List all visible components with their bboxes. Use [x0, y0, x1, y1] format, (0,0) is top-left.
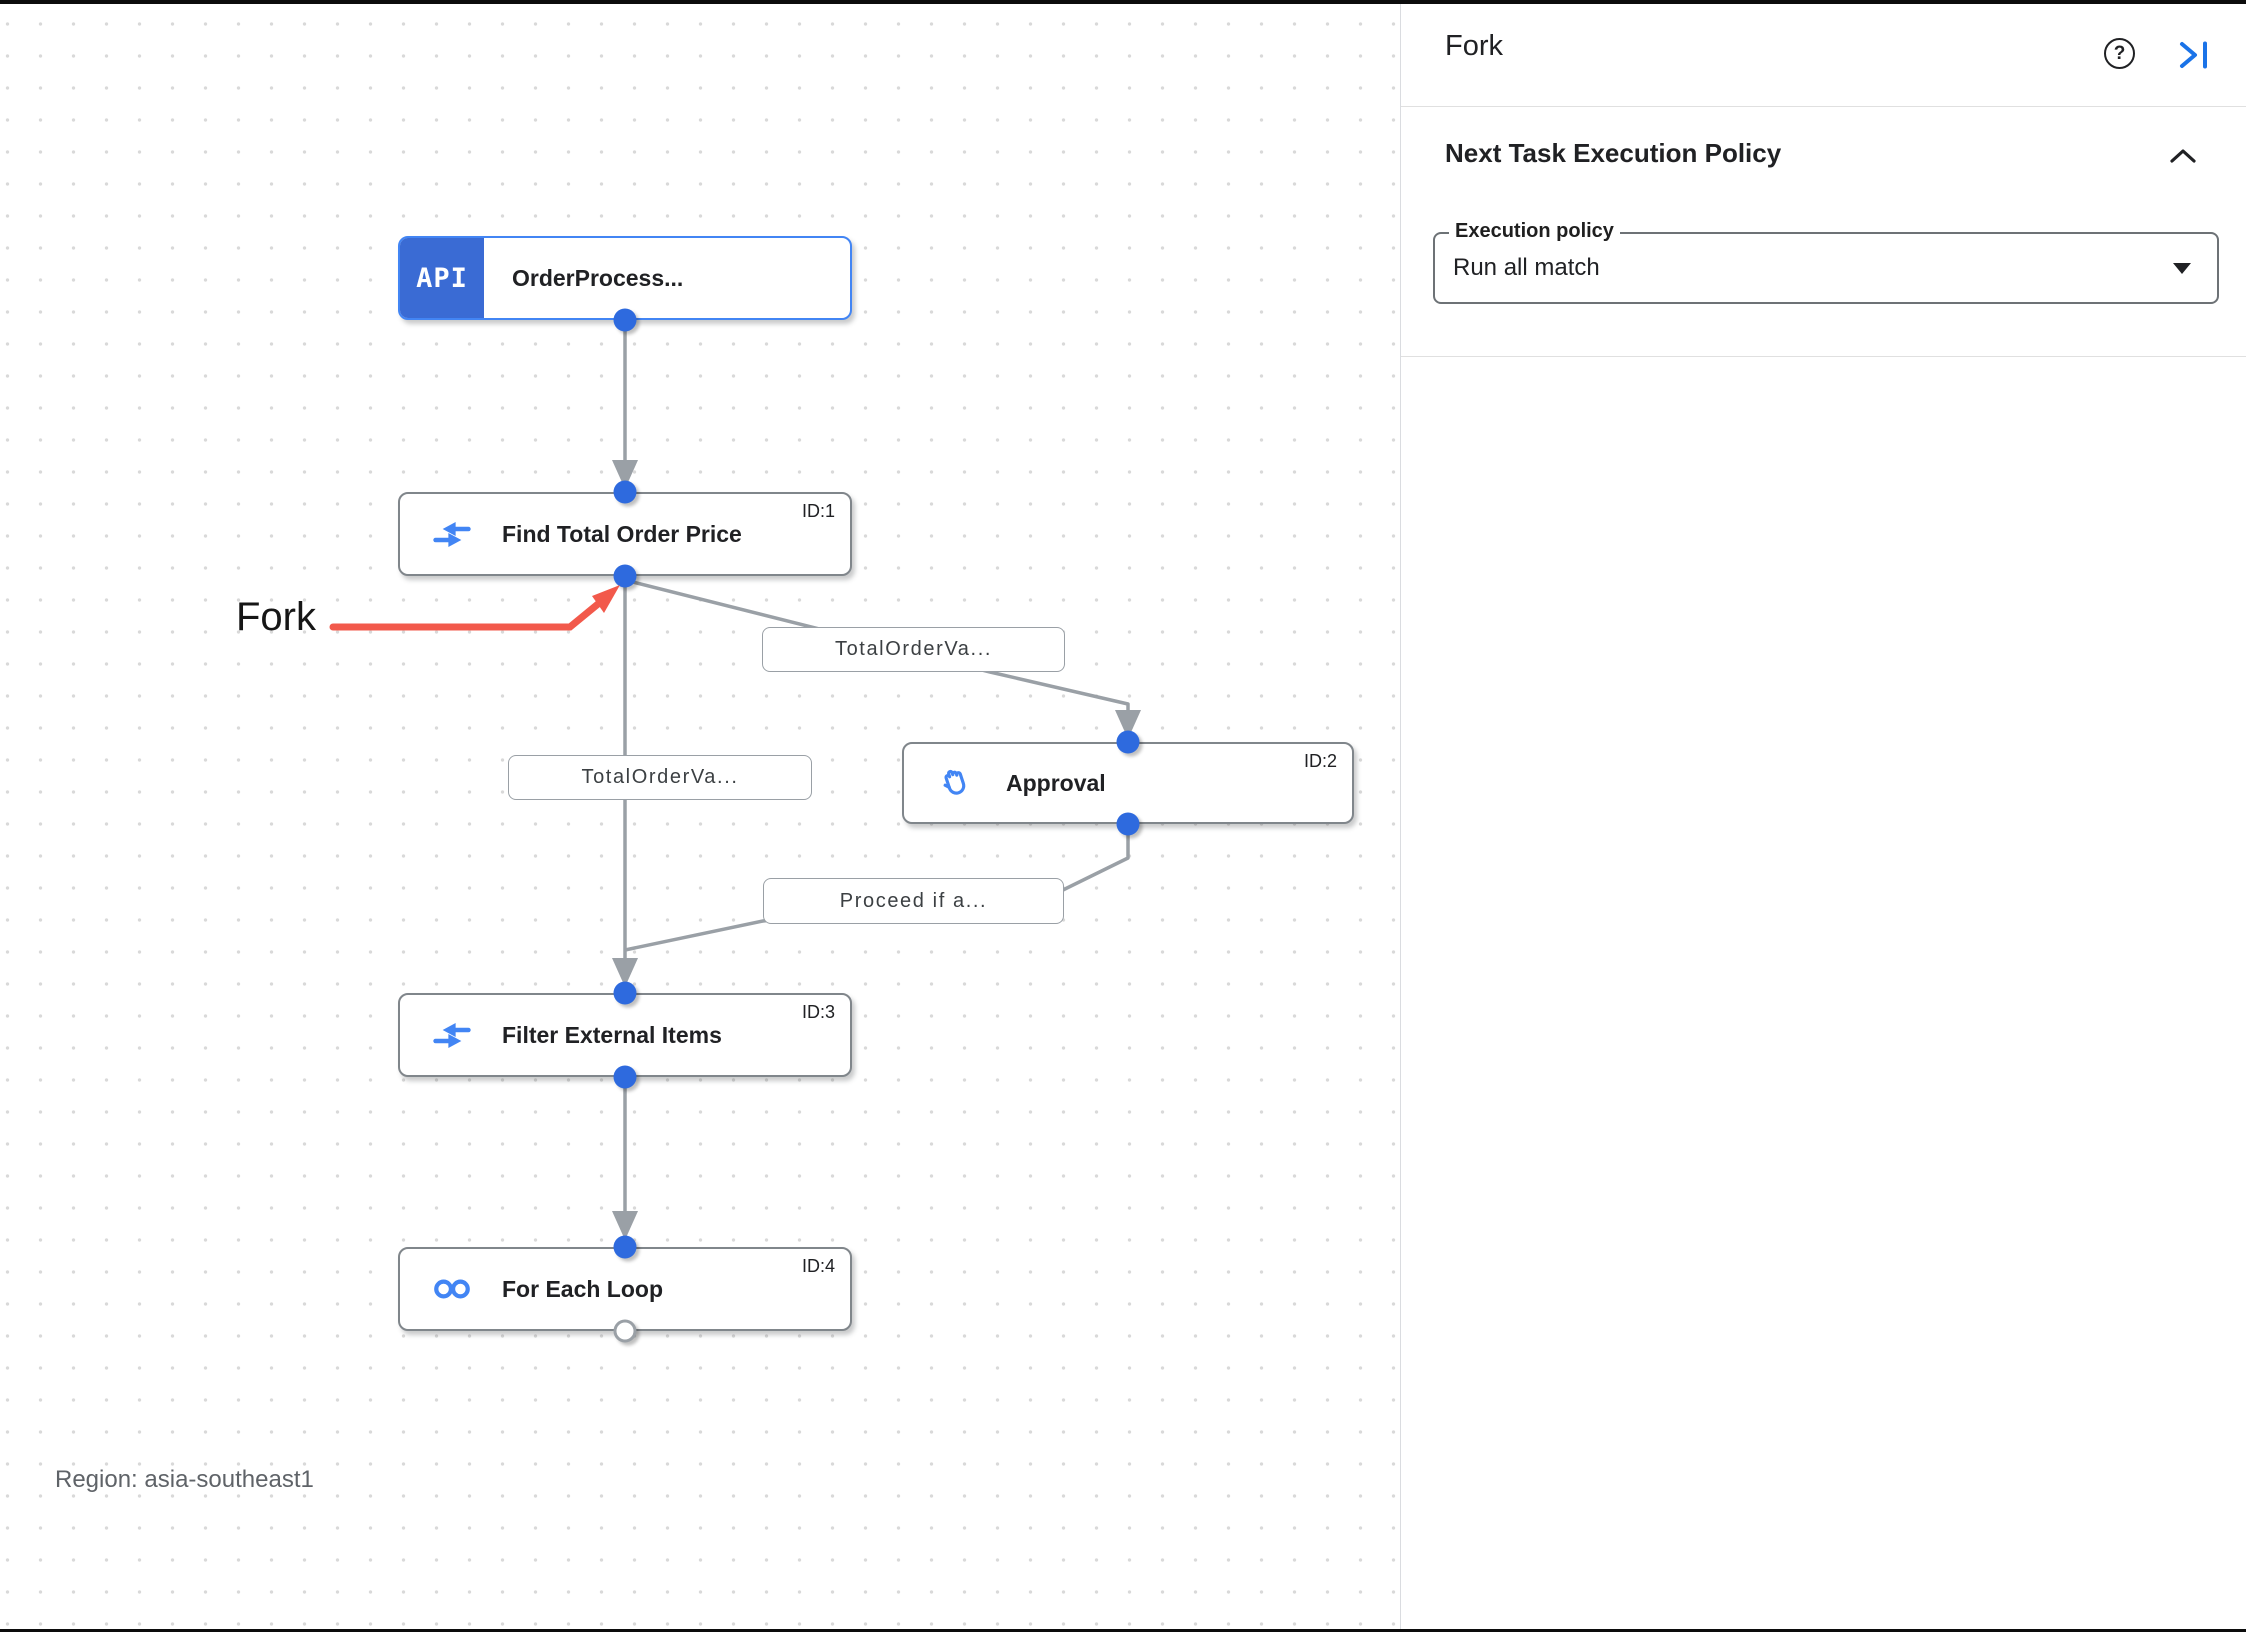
node-id-badge: ID:2: [1303, 751, 1337, 771]
help-circle-icon[interactable]: ?: [2104, 38, 2135, 69]
node-title: Filter External Items: [502, 1021, 722, 1048]
region-label: Region: asia-southeast1: [55, 1466, 314, 1493]
node-find-total-order-price[interactable]: Find Total Order Price ID:1: [398, 492, 852, 576]
node-title: Approval: [1006, 769, 1106, 796]
panel-title: Fork: [1445, 30, 1503, 62]
next-task-policy-section-header: Next Task Execution Policy: [1401, 106, 2246, 190]
node-id-badge: ID:1: [801, 501, 835, 521]
node-id-badge: ID:3: [801, 1002, 835, 1022]
input-port[interactable]: [613, 1235, 637, 1259]
screenshot-top-border: [0, 0, 2246, 4]
dropdown-caret-icon: [2173, 263, 2191, 274]
node-approval[interactable]: Approval ID:2: [902, 742, 1354, 824]
screenshot-bottom-border: [0, 1629, 2246, 1632]
arrowhead-icon: [612, 1211, 638, 1240]
output-port[interactable]: [613, 564, 637, 588]
output-port[interactable]: [613, 308, 637, 332]
edge-find-to-approval: [624, 578, 1130, 712]
edge-label-total-order-value-left[interactable]: TotalOrderVa...: [508, 755, 812, 800]
execution-policy-select[interactable]: Execution policy Run all match: [1433, 220, 2219, 304]
edge-label-total-order-value-right[interactable]: TotalOrderVa...: [762, 627, 1065, 672]
execution-policy-label: Execution policy: [1449, 220, 1620, 243]
node-title: OrderProcess...: [512, 264, 684, 291]
arrowhead-icon: [1115, 710, 1141, 739]
data-mapping-icon: [430, 521, 474, 548]
node-title: For Each Loop: [502, 1275, 663, 1302]
approval-hand-icon: [934, 763, 978, 803]
input-port[interactable]: [613, 981, 637, 1005]
collapse-right-icon[interactable]: [2175, 38, 2215, 72]
panel-divider: [1401, 106, 2246, 107]
api-trigger-icon: API: [400, 238, 484, 318]
node-for-each-loop[interactable]: For Each Loop ID:4: [398, 1247, 852, 1331]
node-title: Find Total Order Price: [502, 520, 742, 547]
edge-label-proceed-if[interactable]: Proceed if a...: [763, 878, 1064, 924]
output-port[interactable]: [613, 1065, 637, 1089]
node-id-badge: ID:4: [801, 1256, 835, 1276]
chevron-up-icon[interactable]: [2169, 148, 2197, 169]
workflow-canvas[interactable]: TotalOrderVa... TotalOrderVa... Proceed …: [0, 0, 1401, 1632]
fork-annotation-label: Fork: [236, 595, 316, 639]
section-title: Next Task Execution Policy: [1445, 138, 1782, 168]
for-each-loop-icon: [430, 1278, 474, 1300]
arrowhead-icon: [612, 958, 638, 987]
execution-policy-value: Run all match: [1453, 254, 1600, 281]
input-port[interactable]: [1116, 730, 1140, 754]
panel-header: Fork ?: [1401, 0, 2246, 106]
task-config-panel: Fork ? Next Task Execution Policy Execut…: [1400, 0, 2246, 1632]
panel-divider: [1401, 356, 2246, 357]
data-mapping-icon: [430, 1022, 474, 1049]
node-orderprocess-trigger[interactable]: API OrderProcess...: [398, 236, 852, 320]
input-port[interactable]: [613, 480, 637, 504]
output-port[interactable]: [1116, 812, 1140, 836]
arrowhead-icon: [612, 460, 638, 489]
output-port-empty[interactable]: [613, 1319, 637, 1343]
node-filter-external-items[interactable]: Filter External Items ID:3: [398, 993, 852, 1077]
